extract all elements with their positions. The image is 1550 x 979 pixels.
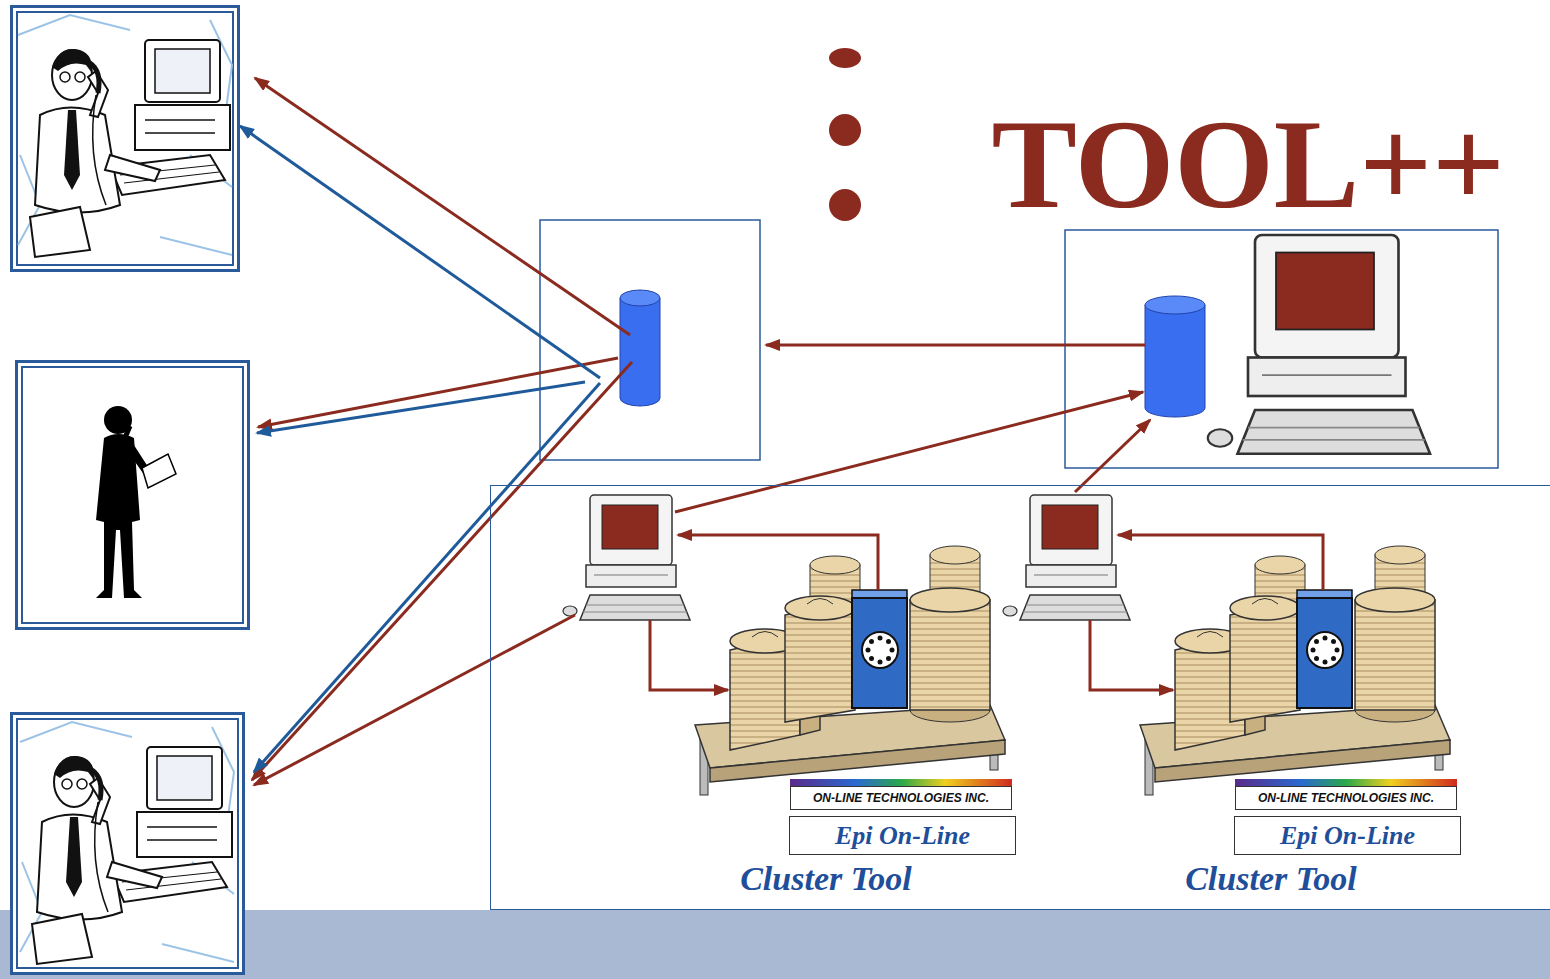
data-arrow (255, 78, 630, 335)
server-box (1065, 230, 1498, 468)
data-arrow (766, 344, 1145, 347)
user-frame (17, 362, 249, 629)
data-arrow (1075, 420, 1150, 492)
logo-text: ON-LINE TECHNOLOGIES INC. (1235, 786, 1457, 810)
user-frame (12, 714, 244, 974)
computer (563, 495, 690, 620)
database-cylinder (620, 298, 660, 406)
ellipsis-dot (829, 48, 861, 68)
sensor-label-box: Epi On-Line (789, 816, 1016, 855)
data-arrow (678, 535, 878, 590)
data-arrow (1090, 620, 1173, 690)
user-frame (22, 367, 243, 623)
database-cylinder (1145, 305, 1205, 417)
report-arrow (257, 382, 585, 433)
data-arrow (675, 392, 1143, 512)
logo-stripe (790, 779, 1012, 786)
user-frame (12, 7, 239, 271)
computer (1003, 495, 1130, 620)
diagram-title: TOOL++ (992, 100, 1505, 228)
sensor-name: Epi On-Line (835, 820, 970, 851)
cluster-tool-drawing (1140, 546, 1450, 795)
person-at-desk (20, 722, 234, 964)
server-computer (1208, 235, 1430, 454)
sensor-label-box: Epi On-Line (1234, 816, 1461, 855)
database-cylinder (1145, 296, 1205, 417)
paper-sheet (142, 454, 176, 488)
data-arrow (252, 362, 632, 780)
data-arrow (1118, 535, 1323, 590)
database-cylinder (1145, 296, 1205, 314)
cluster-tool-drawing (695, 546, 1005, 795)
report-arrow (240, 126, 600, 378)
standing-person (124, 426, 130, 440)
database-cylinder (620, 290, 660, 306)
user-frame (17, 12, 233, 265)
user-frame (17, 719, 238, 968)
ellipsis-dot (829, 114, 861, 146)
logo-stripe (1235, 779, 1457, 786)
data-arrow (254, 615, 575, 785)
sensor-name: Epi On-Line (1280, 820, 1415, 851)
cluster-caption: Cluster Tool (1185, 859, 1357, 898)
tool-cluster-box: Cluster Tool Cluster Tool Epi On-Line Epi O… (490, 485, 1550, 910)
ellipsis-dot (829, 189, 861, 221)
database-box (540, 220, 760, 460)
report-arrow (254, 383, 600, 772)
cluster-caption: Cluster Tool (740, 859, 912, 898)
person-at-desk (18, 15, 232, 257)
user-frame (12, 714, 244, 974)
report-arrow (240, 126, 600, 772)
data-arrow (258, 358, 618, 427)
data-arrow (650, 620, 728, 690)
user-frame (17, 362, 249, 629)
database-cylinder (620, 290, 660, 406)
logo-text: ON-LINE TECHNOLOGIES INC. (790, 786, 1012, 810)
user-frame (12, 7, 239, 271)
